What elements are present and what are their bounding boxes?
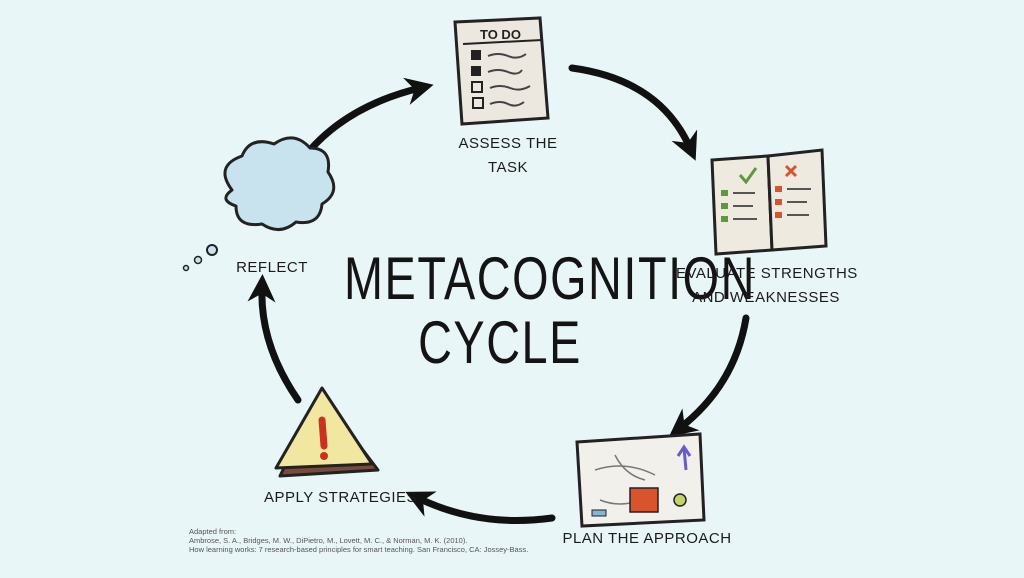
warning-sign-icon — [274, 386, 380, 478]
citation-line-2: Ambrose, S. A., Bridges, M. W., DiPietro… — [189, 536, 468, 545]
plan-map-icon — [575, 432, 706, 528]
citation-line-3: How learning works: 7 research-based pri… — [189, 545, 529, 554]
step-evaluate-line-1: EVALUATE STRENGTHS — [676, 265, 858, 282]
step-reflect-label: REFLECT — [232, 256, 312, 280]
thought-cloud-icon — [182, 136, 336, 272]
step-apply-line-1: APPLY STRATEGIES — [264, 489, 418, 506]
arrow-assess-to-evaluate — [568, 64, 698, 161]
step-evaluate-line-2: AND WEAKNESSES — [692, 289, 840, 306]
todo-list-icon: TO DO — [453, 16, 550, 126]
title-line-1: METACOGNITION — [344, 245, 757, 312]
step-assess-label: ASSESS THE TASK — [448, 132, 568, 180]
diagram-title: METACOGNITION CYCLE — [344, 245, 757, 388]
step-evaluate-label: EVALUATE STRENGTHS AND WEAKNESSES — [676, 262, 858, 310]
arrow-apply-to-reflect — [247, 274, 302, 404]
step-apply-label: APPLY STRATEGIES — [264, 486, 418, 510]
arrow-evaluate-to-plan — [668, 314, 750, 437]
step-reflect-line-1: REFLECT — [236, 259, 308, 276]
citation: Adapted from: Ambrose, S. A., Bridges, M… — [189, 527, 528, 554]
step-plan-line-1: PLAN THE APPROACH — [562, 530, 732, 547]
todo-header: TO DO — [480, 27, 521, 42]
title-line-2: CYCLE — [418, 309, 582, 376]
open-book-icon — [710, 148, 828, 256]
step-assess-line-2: TASK — [487, 159, 529, 176]
step-assess-line-1: ASSESS THE — [458, 135, 558, 152]
cycle-arrows — [247, 64, 750, 524]
citation-line-1: Adapted from: — [189, 527, 237, 536]
arrow-reflect-to-assess — [306, 77, 434, 154]
arrow-plan-to-apply — [405, 491, 556, 524]
step-plan-label: PLAN THE APPROACH — [562, 527, 732, 551]
